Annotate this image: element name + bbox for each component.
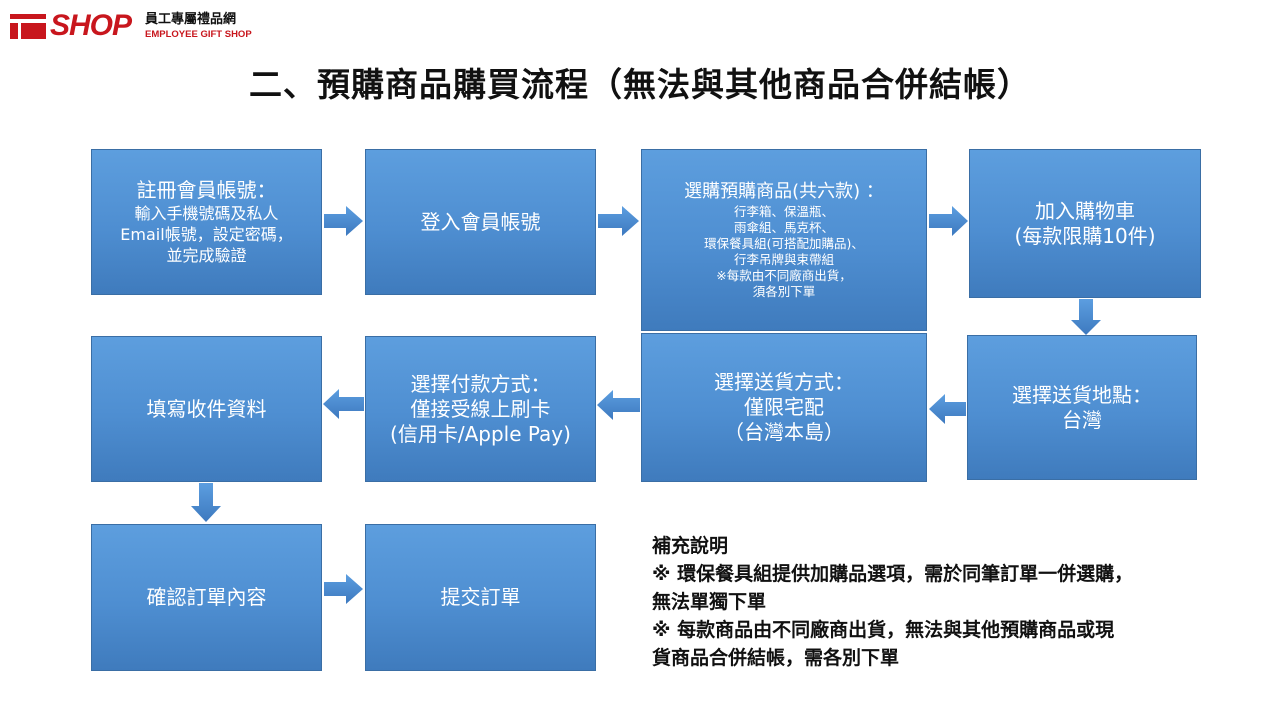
step-confirm-heading: 確認訂單內容	[146, 585, 267, 609]
logo-subtitle: 員工專屬禮品網 EMPLOYEE GIFT SHOP	[145, 12, 252, 41]
arrow-cart-to-location	[1071, 299, 1101, 335]
step-add-to-cart: 加入購物車 (每款限購10件)	[969, 149, 1201, 298]
logo-english-name: EMPLOYEE GIFT SHOP	[145, 28, 252, 40]
step-shipping-heading: 選擇送貨方式：	[714, 370, 854, 394]
step-select-item-3: 環保餐具組(可搭配加購品)、	[704, 236, 864, 251]
arrow-location-to-shipping	[929, 394, 966, 424]
note-1-continued: 無法單獨下單	[652, 591, 767, 613]
note-1: ※ 環保餐具組提供加購品選項，需於同筆訂單一併選購，	[652, 563, 1134, 585]
step-submit-heading: 提交訂單	[440, 585, 521, 609]
arrow-register-to-login	[324, 206, 363, 236]
step-location-heading: 選擇送貨地點：	[1012, 382, 1152, 407]
step-payment-detail-2: (信用卡/Apple Pay)	[390, 421, 571, 446]
logo-mark-icon	[8, 11, 48, 41]
step-recipient-heading: 填寫收件資料	[146, 396, 267, 421]
step-select-item-4: 行李吊牌與束帶組	[733, 252, 834, 267]
supplementary-notes: 補充說明 ※ 環保餐具組提供加購品選項，需於同筆訂單一併選購， 無法單獨下單 ※…	[652, 532, 1272, 672]
step-register-detail-2: Email帳號，設定密碼，	[120, 225, 293, 244]
step-select-item-2: 雨傘組、馬克杯、	[733, 220, 834, 235]
step-confirm-order: 確認訂單內容	[91, 524, 322, 671]
step-location-value: 台灣	[1062, 407, 1102, 432]
note-2: ※ 每款商品由不同廠商出貨，無法與其他預購商品或現	[652, 619, 1115, 641]
step-shipping-detail-1: 僅限宅配	[744, 395, 824, 419]
step-register-heading: 註冊會員帳號：	[136, 178, 277, 202]
arrow-payment-to-recipient	[323, 389, 364, 419]
arrow-shipping-to-payment	[597, 390, 640, 420]
arrow-recipient-to-confirm	[191, 483, 221, 522]
logo-chinese-name: 員工專屬禮品網	[145, 11, 237, 27]
step-payment-detail-1: 僅接受線上刷卡	[410, 396, 551, 421]
step-shipping-method: 選擇送貨方式： 僅限宅配 （台灣本島）	[641, 333, 927, 482]
step-register-detail-1: 輸入手機號碼及私人	[134, 204, 279, 223]
page-title: 二、預購商品購買流程（無法與其他商品合併結帳）	[249, 65, 1031, 104]
step-cart-heading: 加入購物車	[1035, 198, 1135, 223]
note-2-continued: 貨商品合併結帳，需各別下單	[652, 647, 900, 669]
step-register: 註冊會員帳號： 輸入手機號碼及私人 Email帳號，設定密碼， 並完成驗證	[91, 149, 322, 295]
arrow-confirm-to-submit	[324, 574, 363, 604]
step-payment-method: 選擇付款方式： 僅接受線上刷卡 (信用卡/Apple Pay)	[365, 336, 596, 482]
step-select-heading: 選購預購商品(共六款) ：	[684, 181, 884, 202]
step-delivery-location: 選擇送貨地點： 台灣	[967, 335, 1197, 480]
step-login-heading: 登入會員帳號	[420, 209, 541, 234]
step-select-item-1: 行李箱、保溫瓶、	[733, 204, 834, 219]
step-cart-limit: (每款限購10件)	[1014, 223, 1156, 248]
step-recipient-info: 填寫收件資料	[91, 336, 322, 482]
step-submit-order: 提交訂單	[365, 524, 596, 671]
logo-word: SHOP	[50, 9, 132, 42]
arrow-select-to-cart	[929, 206, 968, 236]
step-select-note-2: 須各別下單	[752, 284, 816, 299]
step-shipping-detail-2: （台灣本島）	[724, 420, 844, 444]
step-register-detail-3: 並完成驗證	[166, 246, 247, 265]
step-payment-heading: 選擇付款方式：	[410, 371, 551, 396]
step-login: 登入會員帳號	[365, 149, 596, 295]
step-select-products: 選購預購商品(共六款) ： 行李箱、保溫瓶、 雨傘組、馬克杯、 環保餐具組(可搭…	[641, 149, 927, 331]
shop-logo[interactable]: SHOP 員工專屬禮品網 EMPLOYEE GIFT SHOP	[8, 8, 252, 44]
step-select-note-1: ※每款由不同廠商出貨，	[716, 268, 852, 283]
arrow-login-to-select	[598, 206, 639, 236]
notes-heading: 補充說明	[652, 535, 729, 557]
